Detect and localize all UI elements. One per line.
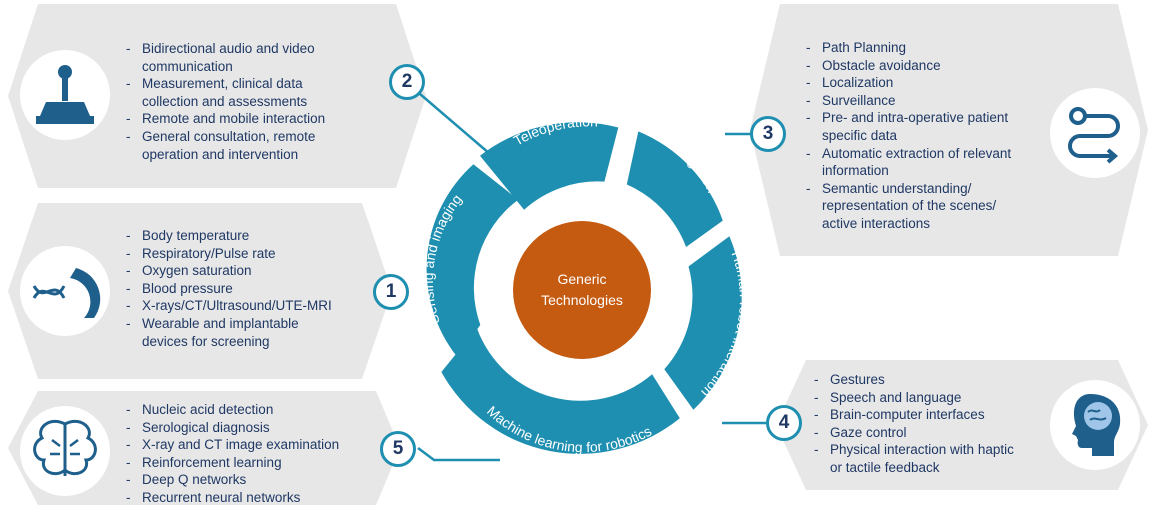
list-item: Serological diagnosis [122,419,378,437]
list-item: Gaze control [810,424,1050,442]
center-label-line1: Generic [557,271,606,287]
list-item: Semantic understanding/ [802,180,1052,198]
teleoperation-list: Bidirectional audio and video communicat… [122,40,392,163]
dna-scanner-icon [20,246,110,336]
sensing-list: Body temperature Respiratory/Pulse rate … [122,227,372,350]
connector-2 [419,93,498,161]
list-item: Gestures [810,371,1050,389]
brain-head-icon [1050,380,1140,470]
list-item: Speech and language [810,389,1050,407]
list-item: operation and intervention [142,146,299,162]
connector-5 [417,447,500,462]
list-item: Blood pressure [122,280,372,298]
list-item: Oxygen saturation [122,262,372,280]
list-item: Recurrent neural networks [122,489,378,507]
list-item: Path Planning [802,39,1052,57]
badge-1: 1 [373,274,409,310]
list-item: communication [142,58,233,74]
list-item: Localization [802,74,1052,92]
list-item: Physical interaction with haptic [810,441,1050,459]
ml-list: Nucleic acid detection Serological diagn… [122,401,378,507]
list-item: Nucleic acid detection [122,401,378,419]
badge-5: 5 [380,431,416,467]
list-item: X-ray and CT image examination [122,436,378,454]
list-item: representation of the scenes/ [822,198,997,214]
list-item: devices for screening [142,333,270,349]
joystick-icon [20,50,110,140]
list-item: Brain-computer interfaces [810,406,1050,424]
ring-segment-teleoperation [480,122,619,210]
list-item: General consultation, remote [122,128,392,146]
path-route-icon [1050,88,1140,178]
list-item: information [822,163,889,179]
hri-list: Gestures Speech and language Brain-compu… [810,371,1050,477]
list-item: Reinforcement learning [122,454,378,472]
list-item: Obstacle avoidance [802,57,1052,75]
badge-2: 2 [389,64,425,100]
list-item: or tactile feedback [830,459,940,475]
list-item: Measurement, clinical data [122,75,392,93]
ring-segment-sensing [426,164,519,358]
list-item: collection and assessments [142,93,308,109]
list-item: Wearable and implantable [122,315,372,333]
badge-4: 4 [766,405,802,441]
badge-3: 3 [750,116,786,152]
center-label-line2: Technologies [541,292,623,308]
list-item: specific data [822,127,898,143]
list-item: Bidirectional audio and video [122,40,392,58]
list-item: active interactions [822,215,931,231]
list-item: Respiratory/Pulse rate [122,245,372,263]
list-item: Deep Q networks [122,471,378,489]
list-item: Pre- and intra-operative patient [802,109,1052,127]
neural-network-icon [20,406,110,496]
ring-segment-hri [664,236,742,410]
list-item: Body temperature [122,227,372,245]
ring-segment-navigation [626,131,723,247]
list-item: Automatic extraction of relevant [802,145,1052,163]
navigation-list: Path Planning Obstacle avoidance Localiz… [802,39,1052,233]
center-circle [513,221,651,359]
list-item: Remote and mobile interaction [122,110,392,128]
list-item: Surveillance [802,92,1052,110]
ring-segment-ml [441,328,680,454]
list-item: X-rays/CT/Ultrasound/UTE-MRI [122,297,372,315]
